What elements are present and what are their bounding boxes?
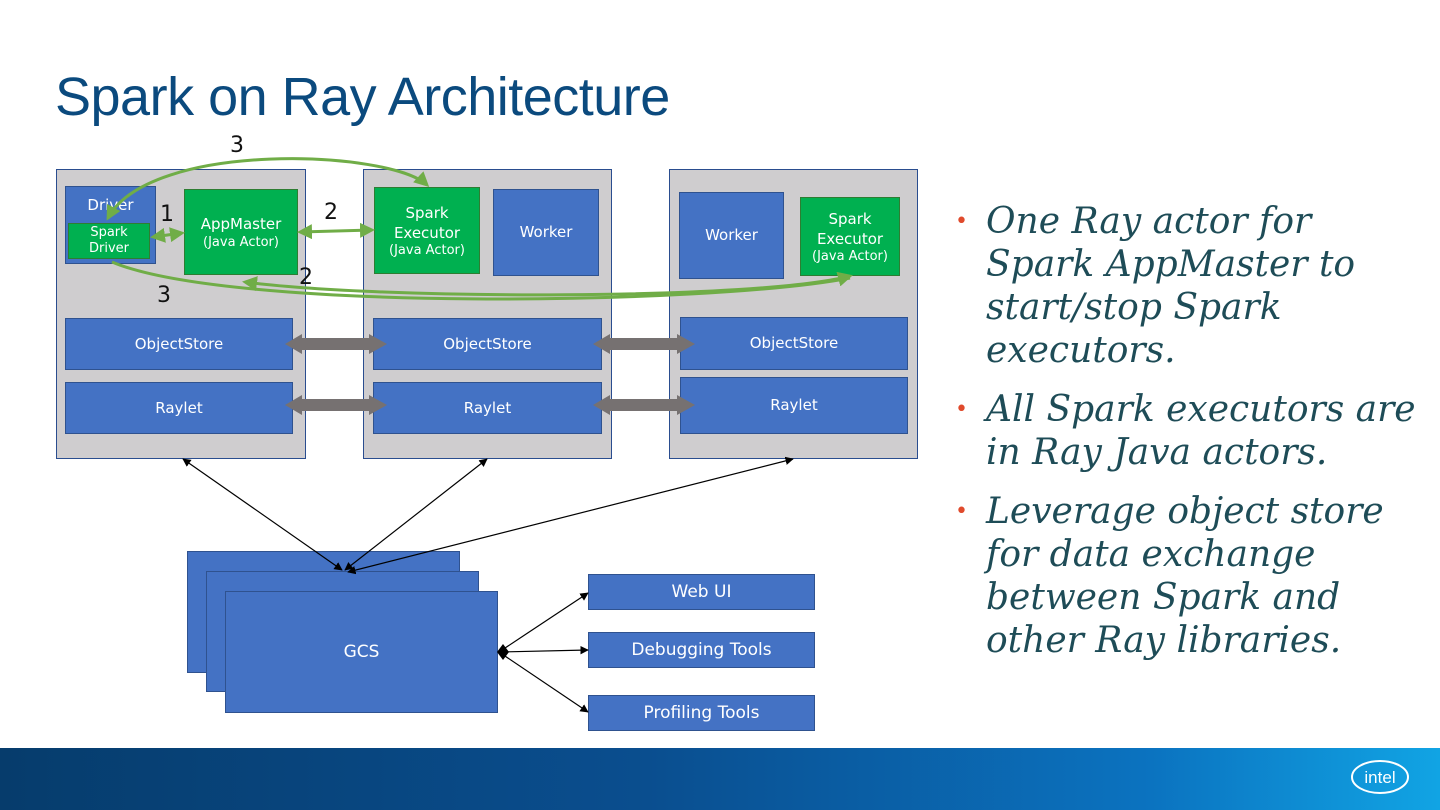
executor-2-line-2: Executor: [816, 230, 884, 248]
web-ui-box: Web UI: [588, 574, 815, 610]
gcs-fanout-diamond: [497, 644, 509, 660]
bullet-item-2: All Spark executors are in Ray Java acto…: [955, 388, 1425, 474]
gcs-box: GCS: [225, 591, 498, 713]
step-label-3a: 3: [230, 133, 244, 158]
worker-box-2: Worker: [679, 192, 784, 279]
profiling-tools-box: Profiling Tools: [588, 695, 815, 731]
raylet-box-2: Raylet: [373, 382, 602, 434]
appmaster-subtitle: (Java Actor): [203, 234, 279, 250]
node1-gcs-arrow: [182, 458, 343, 571]
objectstore-link-1: [285, 334, 387, 354]
debugging-tools-label: Debugging Tools: [631, 639, 772, 660]
executor-2-line-1: Spark: [828, 209, 872, 228]
bullet-list: One Ray actor for Spark AppMaster to sta…: [955, 200, 1425, 678]
raylet-3-label: Raylet: [770, 396, 818, 415]
step-label-1: 1: [160, 202, 174, 227]
objectstore-link-2: [593, 334, 695, 354]
raylet-1-label: Raylet: [155, 398, 203, 417]
gcs-label: GCS: [343, 641, 380, 662]
objectstore-1-label: ObjectStore: [134, 334, 224, 353]
gray-double-arrows: [285, 334, 695, 415]
profiling-tools-label: Profiling Tools: [643, 702, 760, 723]
raylet-link-1: [285, 395, 387, 415]
raylet-2-label: Raylet: [463, 398, 512, 417]
worker-2-label: Worker: [705, 226, 758, 245]
spark-driver-box: Spark Driver: [68, 223, 150, 259]
objectstore-3-label: ObjectStore: [749, 334, 839, 353]
objectstore-box-2: ObjectStore: [373, 318, 602, 370]
step-label-2b: 2: [299, 265, 313, 290]
step-label-2a: 2: [324, 200, 338, 225]
web-ui-label: Web UI: [671, 581, 732, 602]
bullet-item-3: Leverage object store for data exchange …: [955, 490, 1425, 662]
worker-1-label: Worker: [519, 223, 573, 242]
driver-executor-1-arrow: [106, 157, 430, 221]
executor-1-line-2: Executor: [393, 224, 461, 242]
black-arrows: [182, 456, 794, 713]
raylet-box-1: Raylet: [65, 382, 293, 434]
logo-text: intel: [1364, 768, 1395, 787]
node3-gcs-arrow: [347, 456, 794, 575]
objectstore-box-1: ObjectStore: [65, 318, 293, 370]
objectstore-2-label: ObjectStore: [443, 334, 532, 353]
spark-driver-line-2: Driver: [88, 241, 129, 256]
appmaster-executor-arrow: [297, 222, 375, 240]
intel-logo: intel: [1351, 760, 1409, 794]
raylet-link-2: [593, 395, 695, 415]
spark-executor-box-2: Spark Executor (Java Actor): [800, 197, 900, 276]
objectstore-box-3: ObjectStore: [680, 317, 908, 370]
executor-2-line-3: (Java Actor): [812, 249, 888, 265]
bullet-item-1: One Ray actor for Spark AppMaster to sta…: [955, 200, 1425, 372]
spark-driver-line-1: Spark: [90, 225, 128, 241]
green-arrows: [106, 157, 853, 301]
footer-band: [0, 748, 1440, 810]
driver-executor-2-arrow: [111, 260, 851, 301]
gcs-profiling-arrow: [498, 651, 589, 713]
driver-appmaster-arrow: [150, 227, 185, 243]
raylet-box-3: Raylet: [680, 377, 908, 434]
appmaster-executor-2-arrow: [242, 271, 853, 297]
node2-gcs-arrow: [344, 458, 488, 571]
gcs-webui-arrow: [498, 592, 589, 653]
gcs-debugging-arrow: [498, 645, 589, 655]
debugging-tools-box: Debugging Tools: [588, 632, 815, 668]
slide-title: Spark on Ray Architecture: [55, 67, 670, 127]
executor-1-line-3: (Java Actor): [389, 243, 465, 259]
step-label-3b: 3: [157, 283, 171, 308]
